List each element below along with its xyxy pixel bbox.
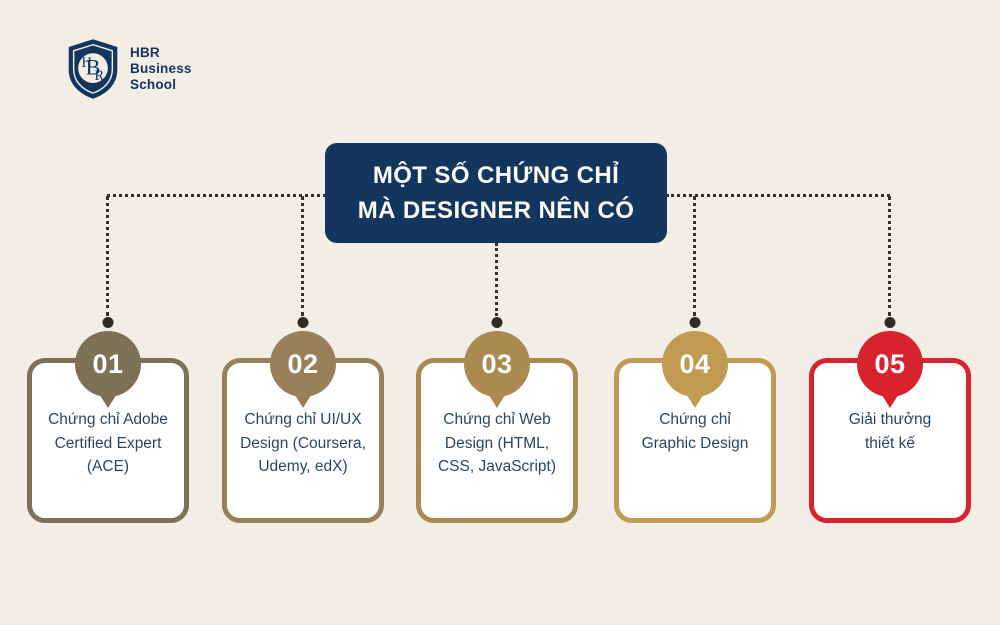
connector-horizontal-left (107, 194, 326, 197)
connector-dot (884, 317, 896, 328)
hbr-shield-logo-icon: H B R (68, 39, 118, 99)
card-text-line: thiết kế (865, 434, 915, 452)
brand-logo: H B R HBR Business School (66, 38, 192, 100)
card-text-line: Chứng chỉ (659, 411, 731, 428)
card-number-badge: 03 (464, 331, 530, 397)
brand-line-3: School (130, 77, 177, 92)
card-text-line: Chứng chỉ Adobe (48, 411, 168, 428)
title-line-2: MÀ DESIGNER NÊN CÓ (357, 197, 635, 224)
connector-vertical-card3 (495, 243, 498, 316)
card-text-line: (ACE) (86, 458, 130, 475)
card-text-line: Chứng chỉ UI/UX (244, 411, 362, 428)
connector-horizontal-right (666, 194, 890, 197)
connector-vertical-card2 (301, 196, 304, 316)
card-group-2: 02 Chứng chỉ UI/UX Design (Coursera, Ude… (222, 316, 384, 526)
card-text-line: Graphic Design (641, 434, 749, 452)
card-text: Giải thưởng thiết kế (809, 408, 971, 455)
brand-line-2: Business (130, 61, 192, 76)
card-text-line: Udemy, edX) (258, 458, 348, 475)
connector-dot (297, 317, 309, 328)
connector-vertical-card1 (106, 196, 109, 316)
svg-text:R: R (94, 68, 104, 84)
card-number: 05 (874, 348, 906, 379)
card-group-1: 01 Chứng chỉ Adobe Certified Expert (ACE… (27, 316, 189, 526)
card-number: 02 (287, 348, 319, 379)
connector-dot (689, 317, 701, 328)
title-banner: MỘT SỐ CHỨNG CHỈ MÀ DESIGNER NÊN CÓ (325, 143, 667, 243)
card-text-line: Chứng chỉ Web (443, 411, 551, 428)
card-text-line: Design (HTML, (444, 434, 550, 452)
card-text: Chứng chỉ UI/UX Design (Coursera, Udemy,… (222, 408, 384, 479)
card-group-5: 05 Giải thưởng thiết kế (809, 316, 971, 526)
card-number-badge: 01 (75, 331, 141, 397)
card-number: 01 (92, 348, 124, 379)
card-text-line: Certified Expert (54, 434, 162, 452)
card-group-4: 04 Chứng chỉ Graphic Design (614, 316, 776, 526)
card-number: 04 (679, 348, 711, 379)
card-text-line: Giải thưởng (848, 411, 932, 428)
connector-vertical-card4 (693, 196, 696, 316)
card-text-line: Design (Coursera, (240, 434, 366, 452)
card-number-badge: 05 (857, 331, 923, 397)
svg-text:H: H (81, 55, 91, 71)
card-text-line: CSS, JavaScript) (437, 458, 556, 475)
connector-dot (102, 317, 114, 328)
connector-vertical-card5 (888, 196, 891, 316)
card-text: Chứng chỉ Web Design (HTML, CSS, JavaScr… (416, 408, 578, 479)
card-number-badge: 04 (662, 331, 728, 397)
connector-dot (491, 317, 503, 328)
title-line-1: MỘT SỐ CHỨNG CHỈ (372, 162, 620, 189)
brand-name: HBR Business School (130, 45, 192, 93)
svg-text:B: B (85, 54, 100, 79)
brand-line-1: HBR (130, 45, 160, 60)
card-group-3: 03 Chứng chỉ Web Design (HTML, CSS, Java… (416, 316, 578, 526)
card-text: Chứng chỉ Graphic Design (614, 408, 776, 455)
card-text: Chứng chỉ Adobe Certified Expert (ACE) (27, 408, 189, 479)
card-number: 03 (481, 348, 513, 379)
card-number-badge: 02 (270, 331, 336, 397)
